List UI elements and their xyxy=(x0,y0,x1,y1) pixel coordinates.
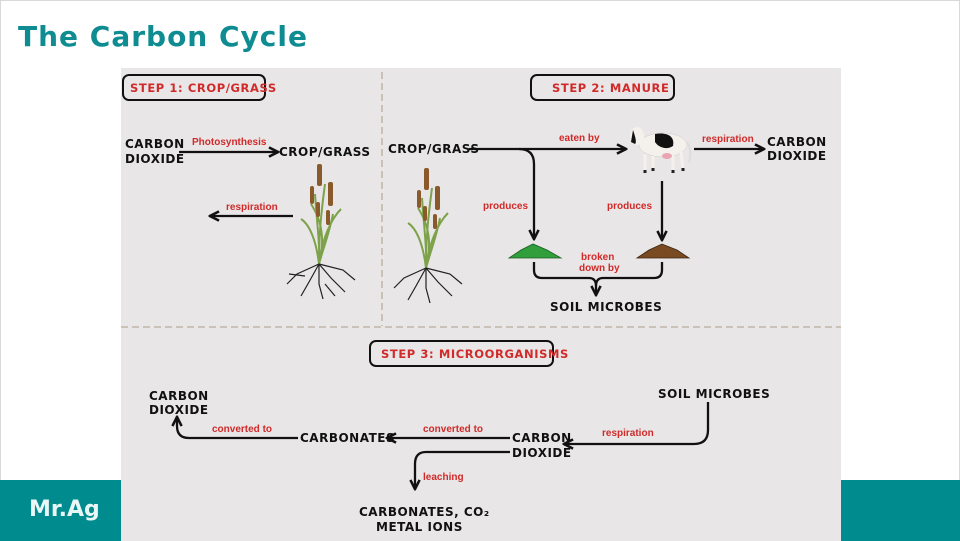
diagram-canvas: STEP 1: CROP/GRASS CARBON DIOXIDE Photos… xyxy=(121,72,841,534)
photosynthesis-label: Photosynthesis xyxy=(192,137,267,148)
step2-target-line1: CARBON xyxy=(767,135,827,149)
step2-cattail-icon xyxy=(393,168,463,304)
produces-right-label: produces xyxy=(607,201,652,212)
step1-heading: STEP 1: CROP/GRASS xyxy=(130,81,277,95)
produces-left-arrow xyxy=(518,147,534,238)
step3-respiration-label: respiration xyxy=(602,428,654,439)
converted-label-1: converted to xyxy=(212,424,272,435)
produces-left-label: produces xyxy=(483,201,528,212)
brand-logo: Mr.Ag xyxy=(29,497,100,522)
step1-source-line2: DIOXIDE xyxy=(125,152,185,166)
step1-heading-box xyxy=(122,74,266,101)
step1-respiration-label: respiration xyxy=(226,202,278,213)
green-pile-icon xyxy=(507,243,563,259)
step2-heading-box xyxy=(530,74,675,101)
converted-arrow-1 xyxy=(177,418,298,440)
eaten-by-label: eaten by xyxy=(559,133,600,144)
step2-result: SOIL MICROBES xyxy=(550,300,662,314)
slide-title: The Carbon Cycle xyxy=(18,20,308,53)
broken-label-line1: broken xyxy=(581,252,614,263)
leaching-label: leaching xyxy=(423,472,464,483)
step1-source-line1: CARBON xyxy=(125,137,185,151)
step2-section: STEP 2: MANURE CROP/GRASS eaten by respi… xyxy=(388,74,827,314)
step3-respiration-arrow xyxy=(565,402,710,444)
broken-label-line2: down by xyxy=(579,263,620,274)
step1-target: CROP/GRASS xyxy=(279,145,371,159)
cow-icon xyxy=(630,127,692,173)
step3-middle-line2: DIOXIDE xyxy=(512,446,572,460)
step3-section: STEP 3: MICROORGANISMS SOIL MICROBES res… xyxy=(149,340,770,534)
step2-source: CROP/GRASS xyxy=(388,142,480,156)
leach-result-line1: CARBONATES, CO₂ xyxy=(359,505,490,519)
step2-target-line2: DIOXIDE xyxy=(767,149,827,163)
broken-down-right-arrow xyxy=(594,262,664,287)
leaching-arrow xyxy=(415,450,510,488)
step3-heading-box xyxy=(369,340,554,367)
step3-heading: STEP 3: MICROORGANISMS xyxy=(381,347,569,361)
manure-pile-icon xyxy=(635,243,691,259)
leach-result-line2: METAL IONS xyxy=(376,520,463,534)
carbon-cycle-diagram: STEP 1: CROP/GRASS CARBON DIOXIDE Photos… xyxy=(121,68,841,541)
step3-end-line1: CARBON xyxy=(149,389,209,403)
step2-heading: STEP 2: MANURE xyxy=(552,81,669,95)
step1-section: STEP 1: CROP/GRASS CARBON DIOXIDE Photos… xyxy=(122,74,371,300)
step3-middle-line1: CARBON xyxy=(512,431,572,445)
step3-source: SOIL MICROBES xyxy=(658,387,770,401)
cow-respiration-label: respiration xyxy=(702,134,754,145)
carbonates-node: CARBONATES xyxy=(300,431,395,445)
converted-label-2: converted to xyxy=(423,424,483,435)
cattail-grass-icon xyxy=(286,164,356,300)
step3-end-line2: DIOXIDE xyxy=(149,403,209,417)
